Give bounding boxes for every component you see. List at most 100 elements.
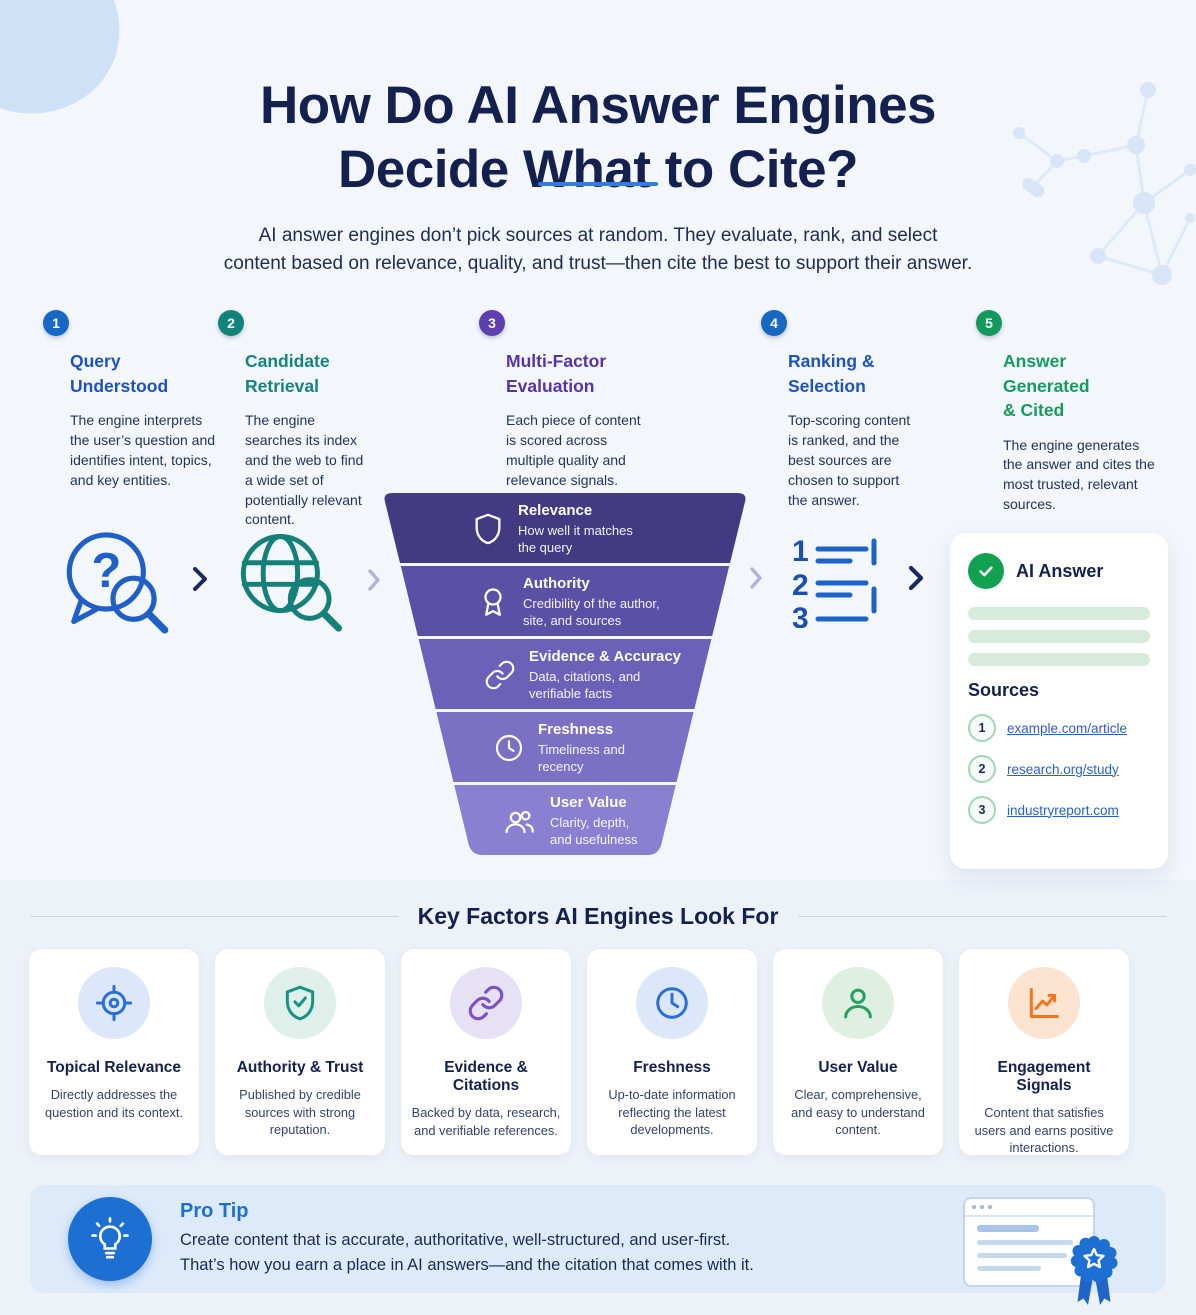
network-decoration-graphic bbox=[1013, 82, 1196, 285]
factor-icon-circle bbox=[1008, 967, 1080, 1039]
key-factors-heading-row: Key Factors AI Engines Look For bbox=[30, 903, 1167, 930]
step-number-badge: 1 bbox=[43, 310, 69, 336]
ranked-list-icon: 123 bbox=[792, 535, 877, 628]
globe-search-icon bbox=[240, 534, 342, 632]
step-3-multi-factor-evaluation: 3 Multi-Factor Evaluation Each piece of … bbox=[479, 310, 641, 491]
factor-icon-circle bbox=[450, 967, 522, 1039]
source-link[interactable]: example.com/article bbox=[1007, 720, 1128, 736]
shield-icon bbox=[475, 513, 501, 545]
factor-description: Backed by data, research, and verifiable… bbox=[411, 1105, 561, 1138]
users-icon bbox=[505, 810, 534, 834]
ai-answer-title: AI Answer bbox=[1016, 560, 1104, 581]
factor-card-authority-trust: Authority & Trust Published by credible … bbox=[214, 948, 386, 1156]
heading-divider-line bbox=[798, 916, 1167, 917]
user-icon bbox=[844, 988, 872, 1019]
check-circle-icon bbox=[968, 553, 1004, 589]
step-number-badge: 5 bbox=[976, 310, 1002, 336]
factor-description: Directly addresses the question and its … bbox=[44, 1087, 183, 1120]
funnel-tier-shape bbox=[400, 566, 730, 636]
step-description: The engine searches its index and the we… bbox=[245, 412, 364, 528]
funnel-tier-description: Clarity, depth, and usefulness bbox=[550, 815, 638, 848]
step-4-ranking-selection: 4 Ranking & Selection Top-scoring conten… bbox=[761, 310, 913, 510]
factor-title: User Value bbox=[818, 1059, 898, 1076]
funnel-tier: Relevance How well it matches the query bbox=[471, 501, 633, 557]
step-1-query-understood: 1 Query Understood The engine interprets… bbox=[43, 310, 218, 491]
funnel-tier-shape bbox=[384, 493, 746, 563]
factor-title: Authority & Trust bbox=[236, 1059, 364, 1076]
step-2-candidate-retrieval: 2 Candidate Retrieval The engine searche… bbox=[218, 310, 370, 530]
flow-arrow-icon bbox=[908, 565, 924, 591]
step-description: The engine generates the answer and cite… bbox=[1003, 436, 1155, 513]
factor-title: Topical Relevance bbox=[46, 1059, 182, 1076]
chart-up-icon bbox=[1029, 988, 1059, 1018]
step-title: Query Understood bbox=[70, 351, 169, 396]
factor-card-user-value: User Value Clear, comprehensive, and eas… bbox=[772, 948, 944, 1156]
factor-card-engagement-signals: Engagement Signals Content that satisfie… bbox=[958, 948, 1130, 1156]
page-subtitle: AI answer engines don’t pick sources at … bbox=[223, 225, 973, 274]
factor-icon-circle bbox=[636, 967, 708, 1039]
factor-description: Up-to-date information reflecting the la… bbox=[608, 1087, 736, 1138]
factor-icon-circle bbox=[78, 967, 150, 1039]
factor-cards-row: Topical Relevance Directly addresses the… bbox=[28, 948, 1130, 1156]
funnel-tier-description: Data, citations, and verifiable facts bbox=[529, 669, 641, 702]
funnel-tier: User Value Clarity, depth, and usefulnes… bbox=[501, 793, 637, 849]
factor-card-freshness: Freshness Up-to-date information reflect… bbox=[586, 948, 758, 1156]
funnel-tier-title: Authority bbox=[523, 575, 590, 592]
factor-card-topical-relevance: Topical Relevance Directly addresses the… bbox=[28, 948, 200, 1156]
source-item: 3 industryreport.com bbox=[968, 796, 1150, 824]
clock-icon bbox=[656, 987, 688, 1019]
clock-icon bbox=[495, 734, 523, 762]
page-title: How Do AI Answer Engines Decide What to … bbox=[259, 75, 937, 200]
svg-text:3: 3 bbox=[792, 602, 809, 628]
funnel-tier-title: Relevance bbox=[518, 502, 593, 519]
funnel-tier-description: Timeliness and recency bbox=[538, 742, 625, 775]
factor-description: Published by credible sources with stron… bbox=[239, 1087, 361, 1138]
answer-placeholder-bar bbox=[968, 653, 1150, 666]
funnel-tier-description: How well it matches the query bbox=[518, 523, 633, 556]
answer-placeholder-bars bbox=[968, 607, 1150, 666]
answer-placeholder-bar bbox=[968, 607, 1150, 620]
lightbulb-icon bbox=[68, 1197, 152, 1281]
answer-placeholder-bar bbox=[968, 630, 1150, 643]
funnel-tier: Evidence & Accuracy Data, citations, and… bbox=[484, 647, 681, 703]
source-number-badge: 1 bbox=[968, 714, 996, 742]
link-icon bbox=[485, 660, 515, 690]
link-icon bbox=[468, 985, 504, 1021]
key-factors-heading: Key Factors AI Engines Look For bbox=[417, 903, 779, 929]
step-number-badge: 4 bbox=[761, 310, 787, 336]
browser-header bbox=[965, 1199, 1093, 1217]
ai-answer-card: AI Answer Sources 1 example.com/article … bbox=[950, 533, 1168, 869]
source-link[interactable]: research.org/study bbox=[1007, 761, 1119, 777]
source-number-badge: 2 bbox=[968, 755, 996, 783]
evaluation-funnel: Relevance How well it matches the query … bbox=[383, 493, 747, 865]
award-badge-icon bbox=[1070, 1236, 1118, 1305]
funnel-shapes bbox=[384, 493, 746, 855]
factor-description: Content that satisfies users and earns p… bbox=[974, 1105, 1114, 1156]
source-item: 2 research.org/study bbox=[968, 755, 1150, 783]
step-title: Multi-Factor Evaluation bbox=[506, 351, 607, 396]
factor-description: Clear, comprehensive, and easy to unders… bbox=[791, 1087, 925, 1138]
factor-title: Evidence & Citations bbox=[444, 1059, 528, 1094]
svg-text:1: 1 bbox=[792, 535, 809, 568]
step-title: Ranking & Selection bbox=[788, 351, 875, 396]
source-link[interactable]: industryreport.com bbox=[1007, 802, 1119, 818]
sources-heading: Sources bbox=[968, 680, 1040, 700]
step-description: Top-scoring content is ranked, and the b… bbox=[788, 412, 911, 508]
funnel-tier-shape bbox=[454, 785, 676, 855]
funnel-tier-description: Credibility of the author, site, and sou… bbox=[523, 596, 660, 629]
funnel-tier-title: Freshness bbox=[538, 721, 614, 738]
source-number-badge: 3 bbox=[968, 796, 996, 824]
heading-divider-line bbox=[30, 916, 398, 917]
svg-text:?: ? bbox=[91, 544, 121, 598]
source-item: 1 example.com/article bbox=[968, 714, 1150, 742]
step-title: Answer Generated & Cited bbox=[1003, 351, 1090, 420]
svg-text:2: 2 bbox=[792, 569, 809, 602]
step-number-badge: 2 bbox=[218, 310, 244, 336]
award-icon bbox=[484, 588, 502, 616]
step-number-badge: 3 bbox=[479, 310, 505, 336]
funnel-tier-shape bbox=[418, 639, 712, 709]
funnel-tier-title: Evidence & Accuracy bbox=[529, 648, 682, 665]
step-title: Candidate Retrieval bbox=[245, 351, 330, 396]
pro-tip-card: Pro Tip Create content that is accurate,… bbox=[30, 1185, 1166, 1305]
